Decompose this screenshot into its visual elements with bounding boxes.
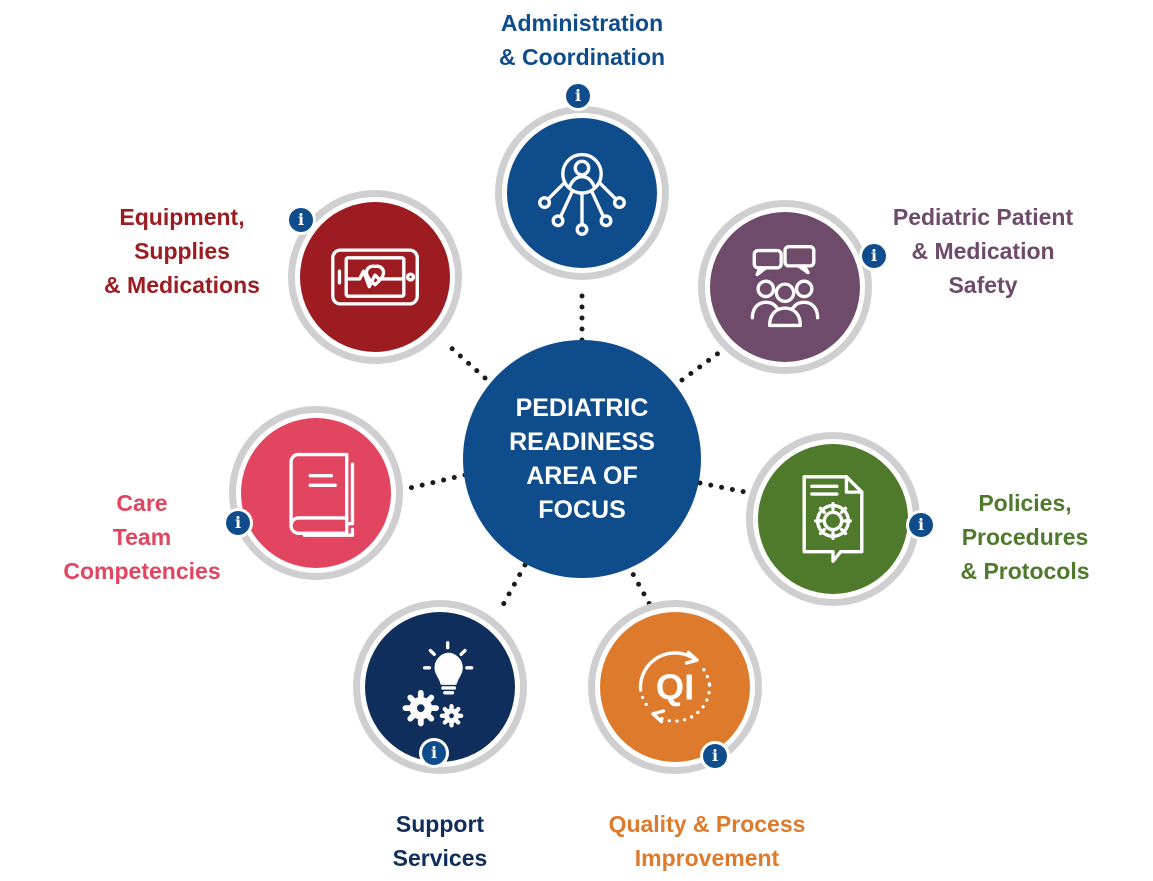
info-icon: i bbox=[862, 244, 886, 268]
center-line: AREA OF bbox=[526, 462, 638, 490]
info-button-policies[interactable]: i bbox=[906, 510, 936, 540]
disc-quality: QI bbox=[600, 612, 750, 762]
node-quality[interactable]: QI bbox=[588, 600, 762, 774]
node-care-team[interactable] bbox=[229, 406, 403, 580]
label-quality: Quality & Process Improvement bbox=[608, 811, 806, 871]
disc-policies bbox=[758, 444, 908, 594]
info-icon: i bbox=[566, 84, 590, 108]
connector-care-team bbox=[407, 472, 468, 491]
node-equipment[interactable] bbox=[288, 190, 462, 364]
connector-policies bbox=[697, 480, 748, 495]
label-administration: Administration & Coordination bbox=[498, 10, 666, 70]
document-gear-icon bbox=[802, 475, 864, 563]
info-button-equipment[interactable]: i bbox=[286, 205, 316, 235]
info-icon: i bbox=[703, 744, 727, 768]
center-line: PEDIATRIC bbox=[515, 394, 649, 422]
label-patient-safety: Pediatric Patient & Medication Safety bbox=[892, 204, 1074, 298]
connector-support bbox=[500, 562, 528, 608]
label-equipment: Equipment, Supplies & Medications bbox=[104, 204, 260, 298]
center-line: READINESS bbox=[509, 428, 655, 456]
gears-lightbulb-icon bbox=[402, 641, 474, 728]
info-icon: i bbox=[289, 208, 313, 232]
node-patient-safety[interactable] bbox=[698, 200, 872, 374]
group-chat-icon bbox=[750, 244, 820, 328]
info-icon: i bbox=[422, 741, 446, 765]
disc-care-team bbox=[241, 418, 391, 568]
label-support: Support Services bbox=[392, 811, 488, 871]
center-circle: PEDIATRIC READINESS AREA OF FOCUS bbox=[463, 340, 701, 578]
disc-administration bbox=[507, 118, 657, 268]
label-policies: Policies, Procedures & Protocols bbox=[960, 490, 1090, 584]
center-line: FOCUS bbox=[538, 496, 626, 524]
disc-patient-safety bbox=[710, 212, 860, 362]
connector-quality bbox=[625, 562, 653, 608]
label-care-team: Care Team Competencies bbox=[63, 490, 221, 584]
node-administration[interactable] bbox=[495, 106, 669, 280]
connector-patient-safety bbox=[679, 349, 723, 383]
info-icon: i bbox=[226, 511, 250, 535]
qi-cycle-icon: QI bbox=[638, 650, 712, 724]
info-button-administration[interactable]: i bbox=[563, 81, 593, 111]
qi-text: QI bbox=[656, 666, 695, 707]
disc-support bbox=[365, 612, 515, 762]
network-person-icon bbox=[538, 152, 626, 236]
book-icon bbox=[289, 452, 355, 537]
info-button-care-team[interactable]: i bbox=[223, 508, 253, 538]
node-policies[interactable] bbox=[746, 432, 920, 606]
info-button-patient-safety[interactable]: i bbox=[859, 241, 889, 271]
info-icon: i bbox=[909, 513, 933, 537]
info-button-quality[interactable]: i bbox=[700, 741, 730, 771]
info-button-support[interactable]: i bbox=[419, 738, 449, 768]
disc-equipment bbox=[300, 202, 450, 352]
connector-equipment bbox=[445, 342, 488, 381]
monitor-heartbeat-icon bbox=[331, 248, 419, 306]
